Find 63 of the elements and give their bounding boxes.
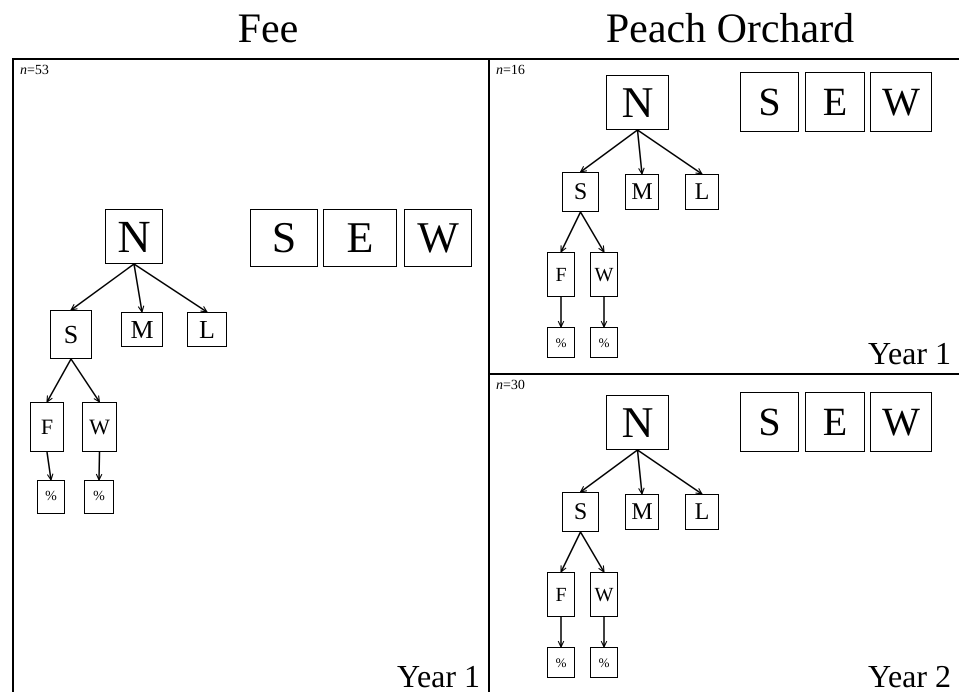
percent-box: %	[590, 327, 618, 358]
arrow	[637, 129, 703, 175]
arrow	[580, 212, 605, 253]
tree-node-box: S	[562, 172, 599, 212]
arrow	[134, 263, 208, 313]
tree-node-box: N	[606, 75, 669, 130]
tree-node-box: W	[590, 252, 618, 297]
tree-node-box: S	[562, 492, 599, 532]
tree-node-box: M	[625, 494, 659, 530]
arrow	[580, 449, 638, 493]
letter-box: E	[805, 72, 865, 132]
tree-node-box: F	[547, 572, 575, 617]
arrow	[580, 129, 638, 173]
tree-node-box: N	[105, 209, 163, 264]
arrow	[600, 297, 608, 328]
tree-node-box: S	[50, 310, 92, 359]
tree-node-box: M	[625, 174, 659, 210]
tree-node-box: F	[547, 252, 575, 297]
tree-node-box: L	[187, 312, 227, 347]
letter-box: W	[870, 72, 932, 132]
letter-box: W	[404, 209, 472, 267]
arrow	[560, 212, 582, 253]
sample-size-label: n=53	[20, 64, 49, 78]
arrow	[96, 452, 102, 481]
percent-box: %	[547, 327, 575, 358]
letter-box: E	[805, 392, 865, 452]
arrow	[636, 130, 645, 175]
arrow	[600, 617, 608, 648]
arrow	[46, 358, 72, 403]
arrow	[637, 449, 703, 495]
year-label: Year 1	[397, 660, 480, 692]
panel-heading: Fee	[238, 8, 298, 50]
tree-node-box: W	[82, 402, 117, 452]
panel-heading: Peach Orchard	[606, 8, 854, 50]
tree-node-box: N	[606, 395, 669, 450]
arrow	[133, 264, 144, 313]
arrow	[70, 358, 100, 403]
tree-node-box: L	[685, 494, 719, 530]
arrow	[558, 297, 564, 328]
letter-box: S	[740, 72, 799, 132]
sample-size-label: n=30	[496, 379, 525, 393]
percent-box: %	[547, 647, 575, 678]
percent-box: %	[590, 647, 618, 678]
arrow	[560, 532, 582, 573]
arrow	[70, 263, 134, 311]
tree-node-box: L	[685, 174, 719, 210]
arrow	[46, 452, 54, 481]
letter-box: W	[870, 392, 932, 452]
tree-node-box: W	[590, 572, 618, 617]
arrow	[636, 450, 645, 495]
year-label: Year 2	[868, 660, 951, 692]
percent-box: %	[84, 480, 114, 514]
tree-node-box: F	[30, 402, 64, 452]
letter-box: E	[323, 209, 397, 267]
percent-box: %	[37, 480, 65, 514]
panel	[12, 58, 490, 692]
sample-size-label: n=16	[496, 64, 525, 78]
year-label: Year 1	[868, 337, 951, 369]
letter-box: S	[740, 392, 799, 452]
tree-node-box: M	[121, 312, 163, 347]
letter-box: S	[250, 209, 318, 267]
arrow	[558, 617, 564, 648]
arrow	[580, 532, 605, 573]
